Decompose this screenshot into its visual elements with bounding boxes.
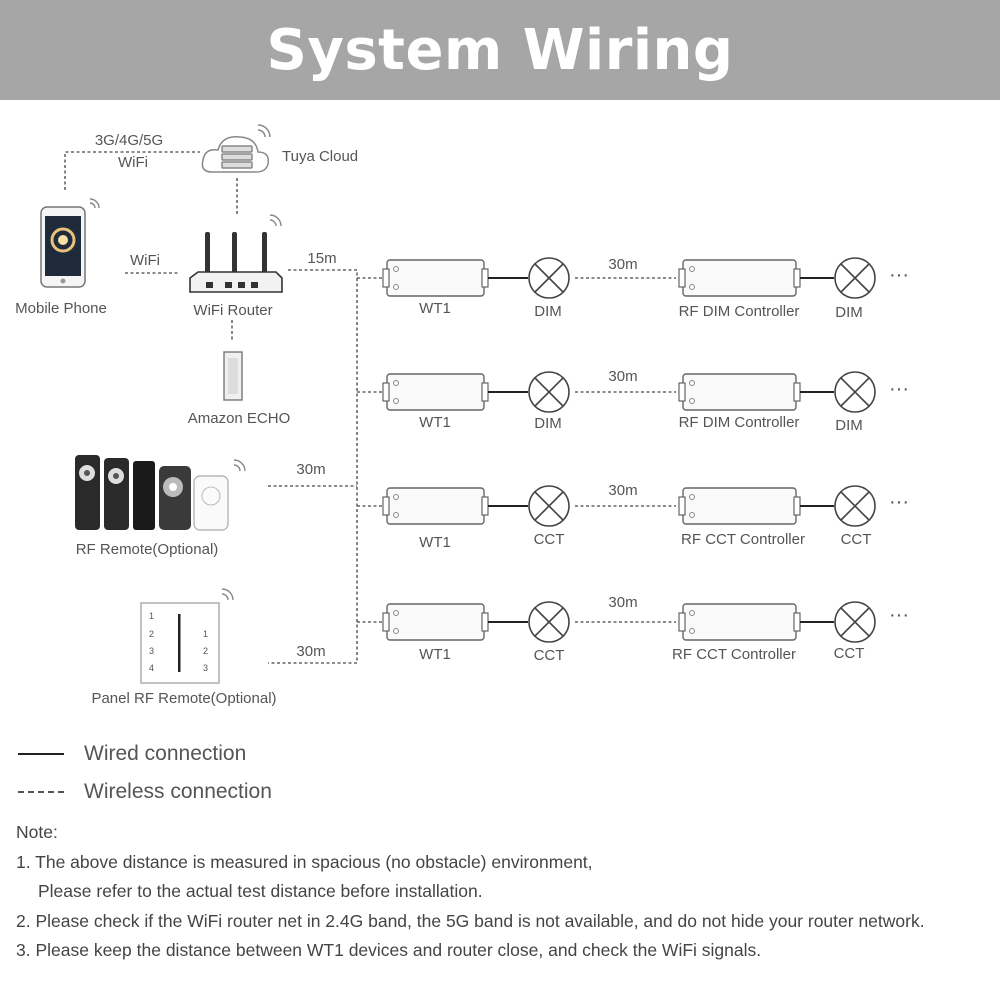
lamp-icon [834, 485, 876, 527]
panel-number: 2 [203, 646, 209, 656]
legend-wireless-label: Wireless connection [84, 780, 272, 803]
cloud-icon [201, 136, 270, 173]
wt1-label: WT1 [419, 534, 451, 551]
wt1-device-icon [382, 259, 489, 297]
cloud-wifi-signal-icon [257, 124, 271, 138]
mobile-phone-label: Mobile Phone [15, 300, 107, 317]
panel-number: 2 [149, 629, 155, 639]
panel-rf-remote-icon [140, 602, 220, 684]
wt1-device-icon [382, 603, 489, 641]
panel-number: 3 [203, 663, 209, 673]
more-label: ··· [889, 604, 909, 626]
legend-wireless: Wireless connection [18, 773, 272, 811]
legend-wired: Wired connection [18, 735, 272, 773]
lamp-icon [528, 371, 570, 413]
wiring-diagram-graphics [40, 124, 876, 684]
distance-label: 30m [608, 256, 638, 273]
rf-controller-icon [678, 259, 801, 297]
panel-rf-remote-label: Panel RF Remote(Optional) [91, 690, 277, 707]
device-row-graphic [382, 601, 876, 643]
load-label: DIM [534, 415, 562, 432]
controller-label: RF DIM Controller [678, 303, 800, 320]
controller-label: RF DIM Controller [678, 414, 800, 431]
rf-remote-label: RF Remote(Optional) [75, 541, 219, 558]
more-label: ··· [889, 491, 909, 513]
wired-line-swatch [18, 753, 64, 755]
amazon-echo-label: Amazon ECHO [187, 410, 291, 427]
rf-controller-icon [678, 373, 801, 411]
wt1-device-icon [382, 487, 489, 525]
notes: Note: 1. The above distance is measured … [16, 818, 991, 966]
panel-distance-label: 30m [296, 643, 326, 660]
rf-controller-icon [678, 603, 801, 641]
note-3: 3. Please keep the distance between WT1 … [16, 940, 762, 960]
load2-label: CCT [833, 645, 865, 662]
load2-label: CCT [840, 531, 872, 548]
load-label: CCT [533, 647, 565, 664]
panel-number: 3 [149, 646, 155, 656]
lamp-icon [834, 257, 876, 299]
wiring-diagram: 3G/4G/5G WiFi Tuya Cloud WiFi Mobile Pho… [0, 100, 1000, 720]
note-1-continued: Please refer to the actual test distance… [38, 881, 483, 901]
wt1-label: WT1 [419, 414, 451, 431]
network-label: 3G/4G/5G [94, 132, 164, 149]
wt1-label: WT1 [419, 646, 451, 663]
load2-label: DIM [835, 304, 863, 321]
lamp-icon [528, 601, 570, 643]
legend-wired-label: Wired connection [84, 742, 247, 765]
amazon-echo-icon [223, 351, 243, 401]
device-row-graphic [382, 485, 876, 527]
network-link [64, 151, 382, 664]
page-title: System Wiring [266, 17, 734, 83]
load-label: DIM [534, 303, 562, 320]
mobile-phone-icon [40, 206, 86, 288]
rf-controller-icon [678, 487, 801, 525]
wifi-router-label: WiFi Router [193, 302, 273, 319]
router-wifi-signal-icon [269, 214, 282, 227]
lamp-icon [528, 485, 570, 527]
load-label: CCT [533, 531, 565, 548]
device-row-graphic [382, 371, 876, 413]
rf-remote-distance-label: 30m [296, 461, 326, 478]
legend: Wired connection Wireless connection [18, 735, 272, 811]
distance-label: 30m [608, 482, 638, 499]
panel-number: 1 [149, 611, 155, 621]
wt1-label: WT1 [419, 300, 451, 317]
wifi-router-icon [189, 232, 283, 293]
distance-label: 30m [608, 594, 638, 611]
notes-heading: Note: [16, 822, 58, 842]
tuya-cloud-label: Tuya Cloud [282, 148, 359, 165]
panel-number: 1 [203, 629, 209, 639]
title-banner: System Wiring [0, 0, 1000, 100]
controller-label: RF CCT Controller [681, 531, 805, 548]
network-wifi-label: WiFi [118, 154, 148, 171]
more-label: ··· [889, 378, 909, 400]
more-label: ··· [889, 264, 909, 286]
lamp-icon [834, 371, 876, 413]
panel-number: 4 [149, 663, 155, 673]
distance-label: 30m [608, 368, 638, 385]
controller-label: RF CCT Controller [672, 646, 796, 663]
router-distance-label: 15m [307, 250, 337, 267]
phone-wifi-label: WiFi [130, 252, 160, 269]
note-1: 1. The above distance is measured in spa… [16, 851, 593, 872]
panel-remote-wifi-signal-icon [221, 588, 234, 601]
load2-label: DIM [835, 417, 863, 434]
device-row-graphic [382, 257, 876, 299]
wt1-device-icon [382, 373, 489, 411]
wireless-line-swatch [18, 791, 64, 793]
lamp-icon [528, 257, 570, 299]
note-2: 2. Please check if the WiFi router net i… [16, 910, 925, 931]
phone-wifi-signal-icon [89, 198, 100, 209]
rf-remote-wifi-signal-icon [233, 459, 246, 472]
rf-remote-group-icon [75, 455, 229, 531]
lamp-icon [834, 601, 876, 643]
